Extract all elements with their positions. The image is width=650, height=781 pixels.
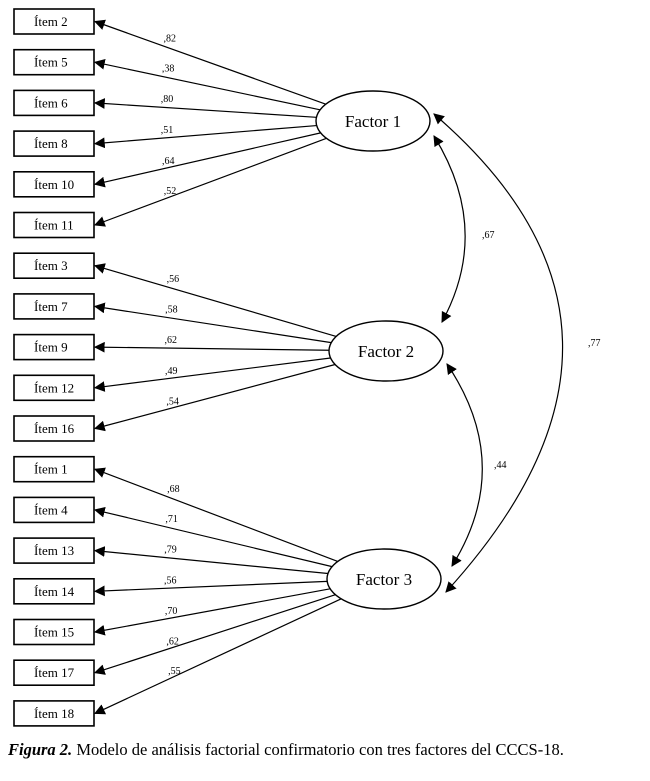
loading-value: ,54 xyxy=(166,396,179,407)
loading-value: ,62 xyxy=(166,636,179,647)
item-box xyxy=(13,293,95,320)
item-box xyxy=(13,8,95,35)
loading-arrow xyxy=(93,132,321,188)
item-label: Ítem 11 xyxy=(34,218,74,233)
loading-value: ,56 xyxy=(167,274,180,285)
loading-arrow xyxy=(93,546,329,575)
item-label: Ítem 15 xyxy=(34,625,74,640)
loading-value: ,38 xyxy=(162,63,175,74)
caption-label: Figura 2. xyxy=(8,740,73,759)
loading-arrow xyxy=(93,594,336,675)
item-label: Ítem 1 xyxy=(34,462,68,477)
item-box xyxy=(13,171,95,198)
loading-arrow xyxy=(93,302,332,344)
correlation-arrow xyxy=(433,135,466,323)
item-box xyxy=(13,211,95,239)
factor-label: Factor 1 xyxy=(345,112,401,131)
item-label: Ítem 6 xyxy=(34,95,68,110)
loading-value: ,70 xyxy=(165,606,178,617)
item-box xyxy=(13,537,95,564)
loading-arrow xyxy=(93,341,330,353)
item-label: Ítem 12 xyxy=(34,380,74,395)
item-box xyxy=(13,700,95,727)
loading-arrow xyxy=(93,363,336,432)
figure-caption: Figura 2. Modelo de análisis factorial c… xyxy=(8,740,648,760)
factor-label: Factor 3 xyxy=(356,570,412,589)
item-label: Ítem 9 xyxy=(34,340,68,355)
item-label: Ítem 5 xyxy=(34,55,68,70)
loading-arrow xyxy=(93,124,317,149)
loading-value: ,51 xyxy=(161,125,174,136)
item-box xyxy=(13,374,95,402)
loading-value: ,52 xyxy=(164,186,177,197)
loading-arrow xyxy=(94,598,342,715)
item-box xyxy=(13,618,95,646)
loading-value: ,68 xyxy=(167,484,180,495)
loading-value: ,79 xyxy=(164,544,177,555)
loading-arrow xyxy=(93,98,317,118)
loading-value: ,82 xyxy=(164,33,177,44)
caption-text: Modelo de análisis factorial confirmator… xyxy=(72,740,564,759)
loading-value: ,80 xyxy=(161,94,174,105)
loading-arrow xyxy=(93,263,337,338)
item-label: Ítem 3 xyxy=(34,258,68,273)
item-label: Ítem 7 xyxy=(34,299,68,314)
cfa-path-diagram: ,82 ,38 ,80 ,51 ,64 ,52 ,56 ,58 ,62 ,49 ,54 ,68 ,71,… xyxy=(13,8,601,727)
loading-value: ,64 xyxy=(162,156,175,167)
item-label: Ítem 2 xyxy=(34,14,68,29)
correlation-value: ,77 xyxy=(588,338,601,349)
item-box xyxy=(13,89,95,117)
correlation-value: ,44 xyxy=(494,460,507,471)
loading-arrow xyxy=(93,506,333,568)
loading-arrow xyxy=(93,357,331,392)
loading-arrow xyxy=(93,58,321,111)
item-box xyxy=(13,577,95,605)
item-label: Ítem 8 xyxy=(34,136,68,151)
loading-value: ,49 xyxy=(165,366,178,377)
item-label: Ítem 14 xyxy=(34,584,75,599)
factor-label: Factor 2 xyxy=(358,342,414,361)
item-label: Ítem 4 xyxy=(34,502,68,517)
loading-value: ,71 xyxy=(165,514,178,525)
item-box xyxy=(13,496,95,524)
correlation-arrow xyxy=(446,363,483,567)
item-label: Ítem 13 xyxy=(34,543,74,558)
item-box xyxy=(13,659,95,687)
factor-ellipse xyxy=(315,90,431,152)
loading-arrow xyxy=(93,588,331,636)
loading-value: ,56 xyxy=(164,575,177,586)
loading-arrow xyxy=(93,19,327,105)
loading-arrow xyxy=(93,467,338,563)
correlation-arrow xyxy=(433,113,564,593)
loading-value: ,55 xyxy=(168,666,181,677)
item-box xyxy=(13,252,95,279)
loading-value: ,58 xyxy=(165,304,178,315)
loading-value: ,62 xyxy=(165,335,178,346)
factor-ellipse xyxy=(328,320,444,382)
loading-arrow xyxy=(93,580,328,597)
loading-arrow xyxy=(93,137,327,227)
item-label: Ítem 17 xyxy=(34,665,75,680)
item-box xyxy=(13,48,95,76)
item-box xyxy=(13,130,95,157)
item-box xyxy=(13,415,95,442)
item-label: Ítem 18 xyxy=(34,706,74,721)
item-box xyxy=(13,333,95,361)
item-box xyxy=(13,455,95,483)
item-label: Ítem 10 xyxy=(34,177,74,192)
item-label: Ítem 16 xyxy=(34,421,75,436)
factor-ellipse xyxy=(326,548,442,610)
correlation-value: ,67 xyxy=(482,230,495,241)
